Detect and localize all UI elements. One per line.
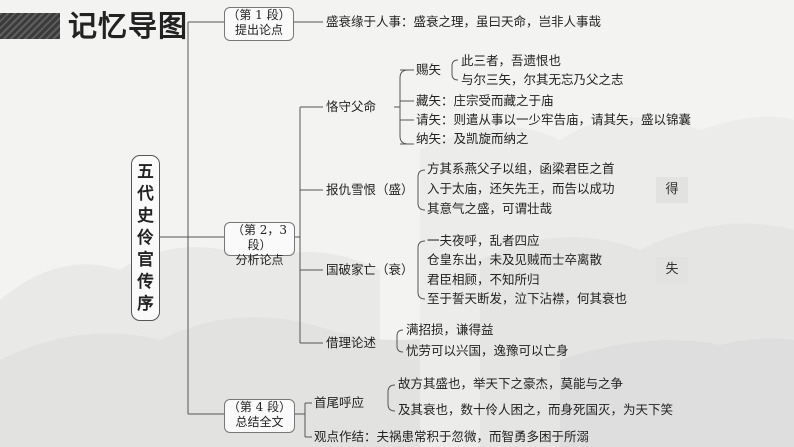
section-1-box: （第 1 段） 提出论点 [224, 7, 294, 41]
s2-b2-title: 报仇雪恨（盛） [326, 182, 414, 197]
section-2-box: （第 2，3 段） 分析论点 [224, 222, 295, 267]
s2-b4-title: 借理论述 [326, 335, 377, 350]
root-char: 官 [137, 250, 154, 269]
s2-b3-title: 国破家亡（衰） [326, 262, 414, 277]
s2-b1-item: 藏矢：庄宗受而藏之于庙 [416, 93, 554, 108]
root-char: 伶 [137, 228, 154, 247]
root-char: 传 [137, 272, 154, 291]
s3-b1-item: 故方其盛也，举天下之豪杰，莫能与之争 [398, 376, 624, 391]
s2-b4-item: 忧劳可以兴国，逸豫可以亡身 [406, 343, 569, 358]
s2-b1-item: 纳矢：及凯旋而纳之 [416, 131, 529, 146]
s2-b1-cishi-item: 与尔三矢，尔其无忘乃父之志 [461, 72, 624, 87]
root-char: 五 [137, 162, 154, 181]
tag-de: 得 [656, 177, 688, 203]
tag-shi: 失 [656, 257, 688, 283]
s2-b1-title: 恪守父命 [326, 99, 377, 114]
section-2-label: 分析论点 [235, 253, 284, 267]
s2-b1-item: 请矢：则遣从事以一少牢告庙，请其矢，盛以锦囊 [416, 112, 692, 127]
s2-b2-item: 方其系燕父子以组，函梁君臣之首 [427, 161, 615, 176]
section-2-number: （第 2，3 段） [231, 223, 288, 252]
s2-b3-item: 一夫夜呼，乱者四应 [427, 233, 540, 248]
s2-b2-item: 入于太庙，还矢先王，而告以成功 [427, 181, 615, 196]
root-node: 五 代 史 伶 官 传 序 [131, 155, 160, 321]
s2-b3-item: 仓皇东出，未及见贼而士卒离散 [427, 252, 603, 267]
s1-point: 盛衰缘于人事：盛衰之理，虽曰天命，岂非人事哉 [326, 14, 602, 29]
s2-b4-item: 满招损，谦得益 [406, 322, 494, 337]
section-1-number: （第 1 段） [227, 8, 291, 22]
root-char: 序 [137, 294, 154, 313]
header-accent-pattern [0, 13, 60, 39]
s2-b3-item: 君臣相顾，不知所归 [427, 272, 540, 287]
section-3-box: （第 4 段） 总结全文 [224, 399, 295, 433]
s3-b1-title: 首尾呼应 [314, 395, 365, 410]
header-accent-bar [0, 13, 60, 39]
s2-b2-item: 其意气之盛，可谓壮哉 [427, 201, 553, 216]
section-1-label: 提出论点 [234, 23, 283, 37]
s3-b2-text: 观点作结：夫祸患常积于忽微，而智勇多困于所溺 [314, 429, 590, 444]
root-char: 史 [137, 206, 154, 225]
s3-b1-item: 及其衰也，数十伶人困之，而身死国灭，为天下笑 [398, 402, 674, 417]
section-3-number: （第 4 段） [227, 400, 292, 414]
s2-b1-cishi-item: 此三者，吾遗恨也 [461, 53, 562, 68]
root-char: 代 [137, 184, 154, 203]
s2-b1-cishi-label: 赐矢 [416, 62, 442, 77]
s2-b3-item: 至于誓天断发，泣下沾襟，何其衰也 [427, 291, 628, 306]
page-title: 记忆导图 [68, 9, 189, 43]
section-3-label: 总结全文 [235, 415, 284, 429]
